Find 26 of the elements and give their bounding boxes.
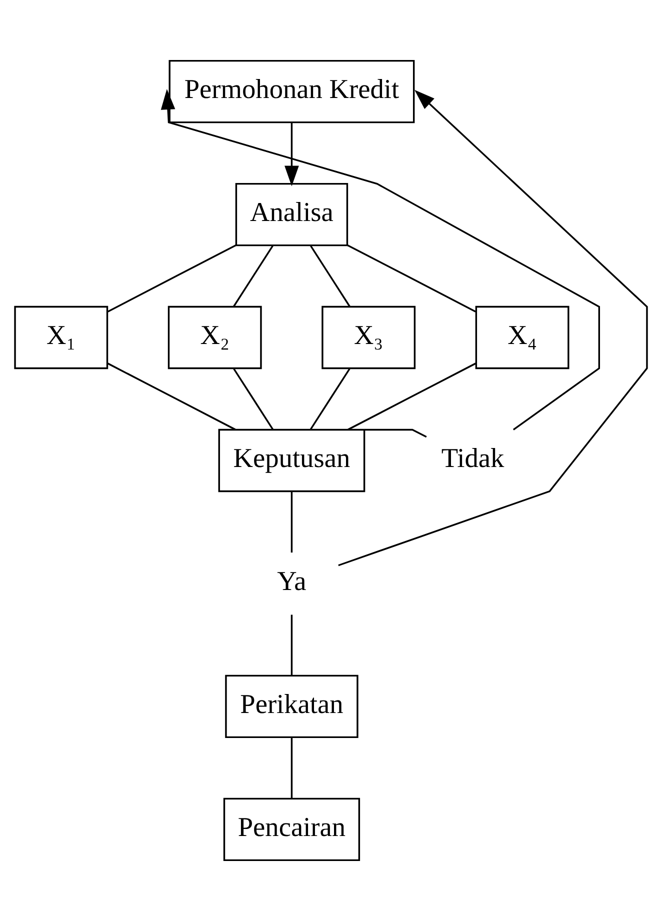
connector [107,362,236,430]
connector [310,245,350,308]
connector [290,492,293,553]
connector [232,245,274,308]
arrow [338,90,648,566]
connector [364,428,427,438]
connector [310,368,350,430]
node-text: Ya [277,566,306,596]
node-box: X₃ [322,306,416,370]
node-box: Perikatan [225,674,358,738]
node-box: Keputusan [218,428,366,492]
connector [348,362,476,430]
connector [290,738,293,798]
arrow [284,122,299,186]
node-box: Permohonan Kredit [168,60,415,124]
connector [290,614,293,676]
arrow [160,89,600,430]
node-box: X₄ [475,306,570,370]
node-box: X₂ [168,306,262,370]
node-text: Tidak [441,442,504,473]
connector [108,244,236,312]
node-box: Pencairan [223,798,360,862]
connector [233,368,274,430]
connector [347,244,476,312]
node-box: Analisa [235,182,348,246]
node-box: X₁ [14,306,108,370]
